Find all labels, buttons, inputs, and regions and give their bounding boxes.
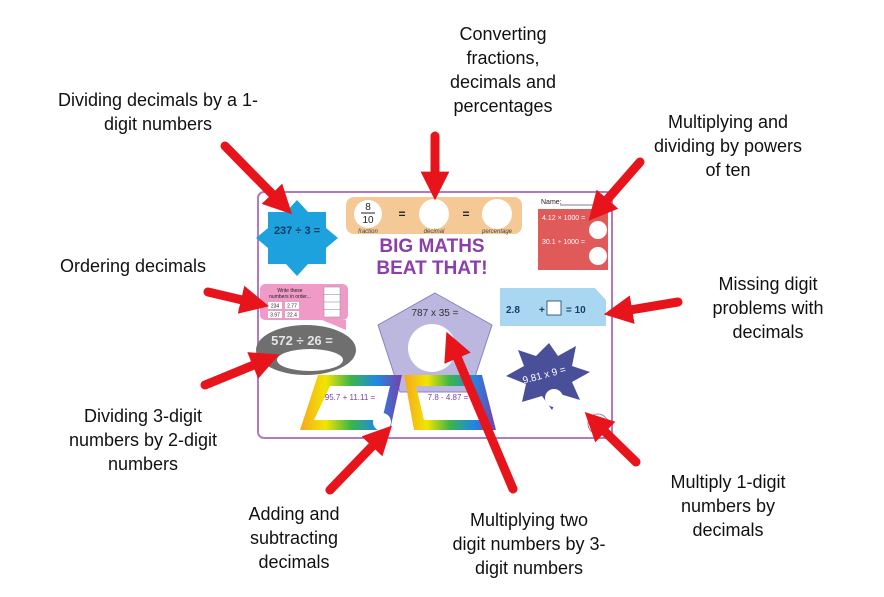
callout-line: decimals	[258, 552, 330, 572]
percentage-caption: percentage	[481, 229, 513, 235]
oval-sum: 572 ÷ 26 =	[271, 333, 333, 348]
callout-line: Multiply 1-digit	[670, 472, 786, 492]
powers-line-1: 4.12 × 1000 =	[542, 215, 585, 222]
arrow-multiply-1digit	[584, 411, 641, 467]
arrow-dividing-3digit	[200, 352, 280, 390]
arrow-ordering	[203, 285, 270, 314]
callout-line: Ordering decimals	[59, 256, 207, 276]
star-sum: 237 ÷ 3 =	[274, 225, 320, 237]
ordering-number: 3.97	[270, 313, 280, 319]
callout-adding-subtracting: Adding and subtracting decimals	[224, 502, 364, 574]
callout-ordering: Ordering decimals	[40, 254, 226, 278]
star-shape: 237 ÷ 3 =	[256, 200, 338, 276]
callout-line: percentages	[453, 96, 553, 116]
callout-converting: Converting fractions, decimals and perce…	[428, 22, 578, 118]
ordering-number: 2.77	[287, 304, 297, 310]
callout-line: of ten	[705, 160, 751, 180]
callout-line: decimals and	[449, 72, 557, 92]
ordering-line-1: Write these	[277, 288, 302, 294]
arrows	[200, 131, 683, 495]
callout-dividing-3digit: Dividing 3-digit numbers by 2-digit numb…	[48, 404, 238, 476]
callout-line: problems with	[712, 298, 824, 318]
ordering-card: Write these numbers in order... 234 2.77…	[260, 284, 348, 330]
fraction-caption: fraction	[358, 229, 378, 235]
rainbow-left-sum: 95.7 + 11.11 =	[325, 393, 376, 402]
callout-line: numbers	[107, 454, 179, 474]
arrow-adding-subtracting	[325, 425, 392, 495]
callout-line: subtracting	[249, 528, 339, 548]
rainbow-right-sum: 7.8 - 4.87 =	[428, 393, 469, 402]
ordering-number: 22.4	[287, 313, 297, 319]
callout-line: Multiplying and	[667, 112, 789, 132]
callout-dividing-decimals: Dividing decimals by a 1- digit numbers	[36, 88, 280, 136]
arrow-powers-of-ten	[588, 157, 645, 221]
missing-result: = 10	[566, 305, 586, 316]
callout-multiply-1digit: Multiply 1-digit numbers by decimals	[648, 470, 808, 542]
arrow-multiplying-two	[444, 331, 518, 494]
callout-line: Multiplying two	[469, 510, 589, 530]
missing-digit-card: 2.8 + = 10	[500, 288, 606, 326]
decimal-caption: decimal	[424, 229, 445, 235]
worksheet-title-line2: BEAT THAT!	[376, 258, 487, 279]
powers-line-2: 30.1 ÷ 1000 =	[542, 239, 585, 246]
arrow-dividing-decimals	[220, 141, 293, 215]
callout-line: Missing digit	[718, 274, 818, 294]
callout-line: Adding and	[248, 504, 340, 524]
callout-line: Dividing decimals by a 1-	[57, 90, 259, 110]
callout-line: Converting	[459, 24, 547, 44]
burst-shape: 9.81 x 9 =	[506, 343, 590, 410]
powers-of-ten-card: 4.12 × 1000 = 30.1 ÷ 1000 =	[538, 209, 608, 270]
conversion-box: 8 10 = = fraction decimal percentage	[346, 197, 522, 235]
callout-line: dividing by powers	[653, 136, 803, 156]
callout-line: digit numbers	[103, 114, 213, 134]
equals-sign-2: =	[462, 207, 469, 221]
callout-line: decimals	[692, 520, 764, 540]
missing-plus: +	[539, 305, 545, 316]
callout-line: digit numbers by 3-	[452, 534, 606, 554]
fraction-numerator: 8	[365, 202, 371, 213]
ordering-number: 234	[271, 304, 280, 310]
missing-value-a: 2.8	[506, 305, 520, 316]
callout-missing-digit: Missing digit problems with decimals	[688, 272, 848, 344]
ordering-line-2: numbers in order...	[269, 294, 311, 300]
callout-line: digit numbers	[474, 558, 584, 578]
callout-line: decimals	[732, 322, 804, 342]
worksheet-title-line1: BIG MATHS	[379, 236, 484, 257]
pentagon-sum: 787 x 35 =	[412, 308, 459, 319]
callout-line: numbers by	[680, 496, 776, 516]
callout-powers-of-ten: Multiplying and dividing by powers of te…	[630, 110, 826, 182]
callout-line: fractions,	[466, 48, 540, 68]
name-label: Name:	[541, 199, 562, 206]
callout-multiplying-two: Multiplying two digit numbers by 3- digi…	[434, 508, 624, 580]
callout-line: Dividing 3-digit	[83, 406, 203, 426]
dividing-oval: 572 ÷ 26 =	[256, 325, 356, 375]
arrow-missing-digit	[603, 295, 683, 324]
fraction-denominator: 10	[362, 215, 374, 226]
callout-line: numbers by 2-digit	[68, 430, 218, 450]
equals-sign-1: =	[398, 207, 405, 221]
